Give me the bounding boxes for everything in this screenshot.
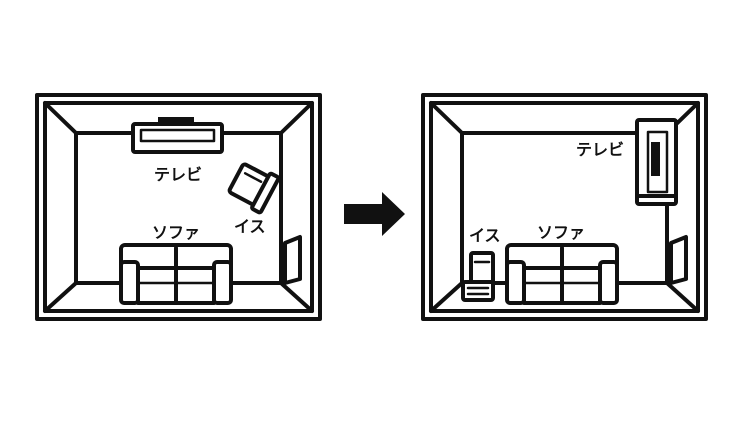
sofa-after (505, 243, 619, 305)
room-after: テレビ イス ソファ (421, 93, 708, 321)
chair-label-after: イス (469, 226, 501, 245)
side-table-after (669, 235, 688, 285)
room-before: テレビ イス ソファ (35, 93, 322, 321)
tv-before (131, 117, 224, 154)
side-table-before (283, 235, 302, 285)
sofa-label-after: ソファ (537, 223, 585, 242)
chair-before (227, 162, 281, 215)
sofa-before (119, 243, 233, 305)
chair-after (461, 251, 495, 302)
tv-label-after: テレビ (576, 140, 624, 159)
tv-label-before: テレビ (154, 165, 202, 184)
chair-label-before: イス (234, 217, 266, 236)
arrow-right-icon (344, 192, 405, 236)
tv-after (635, 118, 678, 206)
sofa-label-before: ソファ (152, 223, 200, 242)
